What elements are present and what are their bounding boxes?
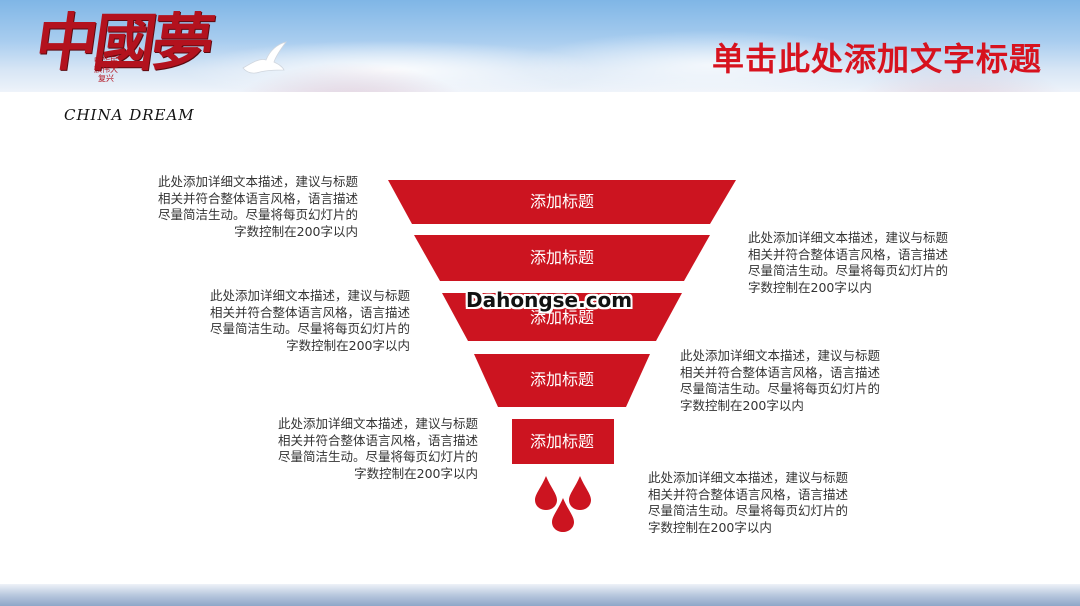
blood-drop-icon	[535, 476, 557, 510]
funnel-tier-3[interactable]	[442, 293, 682, 341]
description-line: 尽量简洁生动。尽量将每页幻灯片的	[648, 503, 849, 518]
description-line: 此处添加详细文本描述，建议与标题	[209, 288, 410, 303]
description-line: 此处添加详细文本描述，建议与标题	[748, 230, 949, 245]
funnel-tier-5[interactable]	[512, 419, 614, 464]
description-line: 相关并符合整体语言风格，语言描述	[748, 246, 949, 262]
description-line: 尽量简洁生动。尽量将每页幻灯片的	[277, 449, 478, 464]
page-title[interactable]: 单击此处添加文字标题	[711, 40, 1042, 78]
description-line: 尽量简洁生动。尽量将每页幻灯片的	[680, 381, 881, 396]
china-dream-logo: 中國夢 中华民族伟大复兴 CHINA DREAM	[30, 6, 260, 132]
description-line: 尽量简洁生动。尽量将每页幻灯片的	[209, 321, 410, 336]
description-line: 此处添加详细文本描述，建议与标题	[277, 416, 478, 431]
funnel-tier-label: 添加标题	[529, 432, 594, 451]
funnel-tier-label: 添加标题	[529, 308, 594, 327]
description-line: 相关并符合整体语言风格，语言描述	[157, 190, 358, 206]
description-block-4: 此处添加详细文本描述，建议与标题 相关并符合整体语言风格，语言描述 尽量简洁生动…	[680, 348, 920, 414]
funnel-tier-label: 添加标题	[529, 192, 594, 211]
description-block-1: 此处添加详细文本描述，建议与标题 相关并符合整体语言风格，语言描述 尽量简洁生动…	[118, 174, 358, 240]
blood-drop-icon	[552, 498, 574, 532]
watermark: Dahongse.com	[466, 288, 633, 312]
funnel-tier-4[interactable]	[474, 354, 650, 407]
description-line: 相关并符合整体语言风格，语言描述	[277, 432, 478, 448]
funnel-tier-1[interactable]	[388, 180, 736, 224]
description-line: 此处添加详细文本描述，建议与标题	[157, 174, 358, 189]
header-background	[0, 0, 1080, 92]
description-line: 尽量简洁生动。尽量将每页幻灯片的	[157, 207, 358, 222]
description-line: 字数控制在200字以内	[354, 465, 478, 481]
description-line: 字数控制在200字以内	[286, 337, 410, 353]
description-line: 相关并符合整体语言风格，语言描述	[209, 304, 410, 320]
description-line: 字数控制在200字以内	[680, 397, 804, 413]
logo-subtitle: CHINA DREAM	[64, 106, 195, 124]
description-line: 尽量简洁生动。尽量将每页幻灯片的	[748, 263, 949, 278]
description-line: 字数控制在200字以内	[234, 223, 358, 239]
description-line: 相关并符合整体语言风格，语言描述	[680, 364, 881, 380]
funnel-tier-2[interactable]	[414, 235, 710, 281]
description-line: 字数控制在200字以内	[648, 519, 772, 535]
description-block-3: 此处添加详细文本描述，建议与标题 相关并符合整体语言风格，语言描述 尽量简洁生动…	[170, 288, 410, 354]
description-line: 相关并符合整体语言风格，语言描述	[648, 486, 849, 502]
header-cloud	[520, 30, 900, 92]
blood-drop-icon	[569, 476, 591, 510]
funnel-tier-label: 添加标题	[529, 248, 594, 267]
funnel-tier-label: 添加标题	[529, 370, 594, 389]
dove-icon	[242, 41, 287, 74]
logo-seal: 中华民族伟大复兴	[94, 56, 118, 83]
description-block-2: 此处添加详细文本描述，建议与标题 相关并符合整体语言风格，语言描述 尽量简洁生动…	[748, 230, 988, 296]
description-block-5: 此处添加详细文本描述，建议与标题 相关并符合整体语言风格，语言描述 尽量简洁生动…	[238, 416, 478, 482]
description-block-6: 此处添加详细文本描述，建议与标题 相关并符合整体语言风格，语言描述 尽量简洁生动…	[648, 470, 888, 536]
footer-background	[0, 584, 1080, 606]
description-line: 字数控制在200字以内	[748, 279, 872, 295]
description-line: 此处添加详细文本描述，建议与标题	[680, 348, 881, 363]
description-line: 此处添加详细文本描述，建议与标题	[648, 470, 849, 485]
